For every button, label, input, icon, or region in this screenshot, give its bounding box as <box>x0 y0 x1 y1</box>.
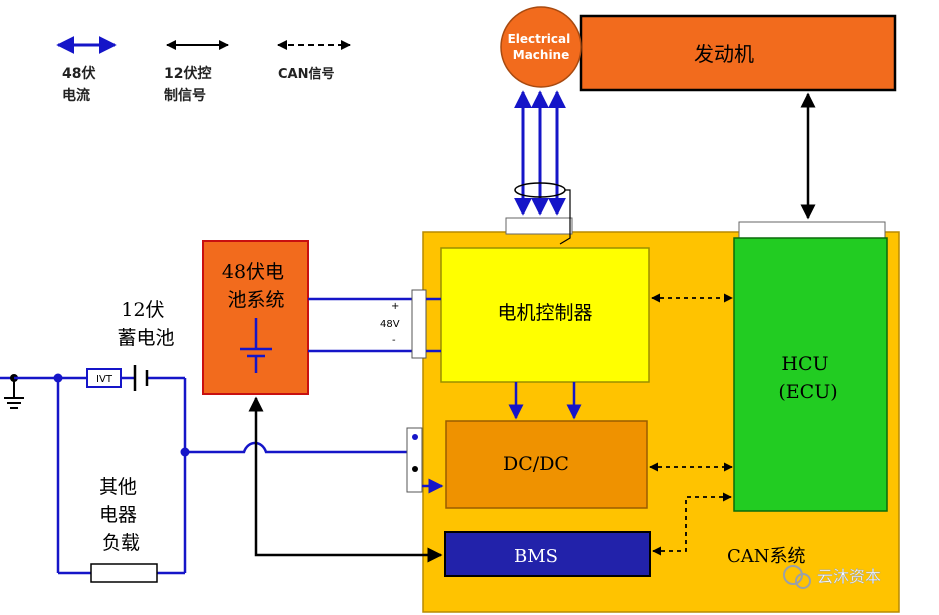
motor-controller-label: 电机控制器 <box>497 302 592 324</box>
engine-block <box>579 14 897 92</box>
hcu-block <box>733 237 888 512</box>
motor-controller-block <box>440 247 650 383</box>
dcdc-label: DC/DC <box>503 453 569 475</box>
other-loads-label: 其他 电器 负载 <box>99 476 143 554</box>
three-phase-lines <box>514 90 571 245</box>
engine-label: 发动机 <box>694 42 754 66</box>
dcdc-block <box>445 420 648 509</box>
electrical-machine <box>500 6 582 88</box>
legend: 48伏 电流 12伏控 制信号 CAN信号 <box>56 36 351 104</box>
junction-node <box>180 447 190 457</box>
legend-can-label: CAN信号 <box>278 66 334 82</box>
terminal-48v: 48V <box>380 319 400 330</box>
terminal-minus: - <box>392 335 396 346</box>
ivt-label: IVT <box>96 374 113 385</box>
ground-symbol <box>0 376 24 409</box>
load-resistor <box>90 563 158 583</box>
junction-node <box>53 373 63 383</box>
hcu-connector <box>738 221 886 239</box>
legend-12v-label: 12伏控 制信号 <box>164 65 216 104</box>
legend-48v-label: 48伏 电流 <box>62 65 100 104</box>
watermark-text: 云沐资本 <box>817 567 881 586</box>
battery-48v-label: 48伏电 池系统 <box>222 261 290 311</box>
terminal-plus: + <box>391 301 399 312</box>
can-link-bms-hcu <box>652 492 732 556</box>
controller-connector <box>505 217 573 235</box>
bms-battery-control-line <box>248 396 443 563</box>
ivt-sensor <box>86 368 122 388</box>
controller-terminal <box>411 289 427 359</box>
wiring-12v <box>14 376 420 575</box>
electrical-machine-label: Electrical Machine <box>508 32 575 62</box>
battery-48v-symbol <box>240 318 272 373</box>
bms-block <box>444 531 651 577</box>
bms-label: BMS <box>514 546 558 567</box>
hcu-label: HCU (ECU) <box>778 353 837 403</box>
battery-12v-label: 12伏 蓄电池 <box>117 299 174 349</box>
can-system-label: CAN系统 <box>727 546 806 567</box>
watermark: 云沐资本 <box>783 565 881 589</box>
